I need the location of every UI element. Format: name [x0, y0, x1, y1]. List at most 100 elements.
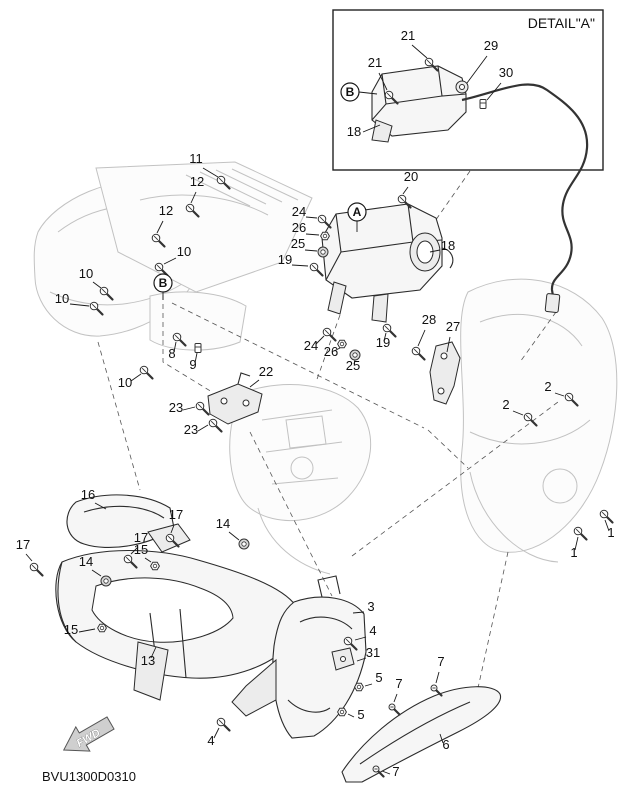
svg-text:A: A: [353, 205, 362, 219]
leader-line: [197, 424, 209, 432]
bolt-icon: [165, 533, 180, 548]
bolt-icon: [564, 392, 579, 407]
bolt-icon: [384, 90, 399, 105]
callout-25: 25: [291, 236, 305, 251]
leader-line: [512, 410, 524, 416]
leader-line: [213, 727, 220, 739]
leader-line: [78, 628, 96, 633]
callout-31: 31: [366, 645, 380, 660]
callout-24: 24: [304, 338, 318, 353]
callout-10: 10: [177, 244, 191, 259]
clip-icon: [479, 99, 487, 109]
leader-line: [429, 249, 441, 253]
nut-icon: [337, 339, 347, 349]
leader-lines: [25, 44, 610, 775]
callout-8: 8: [168, 346, 175, 361]
leader-line: [291, 264, 309, 267]
fwd-arrow-label: FWD: [75, 727, 103, 750]
callout-3: 3: [367, 599, 374, 614]
circled-letter-B: B: [340, 82, 378, 102]
bolt-icon: [172, 332, 187, 347]
leader-line: [604, 519, 610, 532]
leader-line: [402, 186, 409, 195]
leader-line: [333, 347, 341, 352]
leader-line: [170, 524, 175, 534]
leader-line: [466, 55, 488, 84]
screw-icon: [430, 684, 443, 697]
bolt-icon: [151, 233, 166, 248]
bolt-icon: [216, 717, 231, 732]
nut-icon: [354, 682, 364, 692]
callout-7: 7: [395, 676, 402, 691]
bolt-icon: [382, 323, 397, 338]
leader-line: [354, 636, 367, 641]
leader-line: [25, 553, 33, 562]
callout-15: 15: [134, 542, 148, 557]
sensor-cable: [461, 83, 589, 297]
detail-box-border: [332, 9, 604, 171]
bolt-icon: [573, 526, 588, 541]
inner-panel-ghost: [149, 291, 247, 351]
leader-line: [91, 569, 102, 577]
leader-line: [381, 770, 391, 775]
callout-4: 4: [369, 623, 376, 638]
part-22-bracket: [207, 372, 263, 425]
leader-line: [130, 546, 139, 555]
screw-icon: [372, 765, 385, 778]
circled-letter-B: B: [153, 273, 173, 300]
part-13-flap: [133, 641, 169, 701]
leader-line: [347, 713, 355, 718]
fwd-arrow-shape: [62, 716, 115, 752]
callout-25: 25: [346, 358, 360, 373]
leader-line: [228, 531, 240, 541]
callout-13: 13: [141, 653, 155, 668]
callout-26: 26: [292, 220, 306, 235]
bolt-icon: [317, 214, 332, 229]
leader-line: [190, 191, 197, 204]
cable-connector: [544, 293, 561, 313]
grommet-icon: [349, 349, 361, 361]
leader-line: [150, 646, 157, 659]
hardware-icons: [29, 57, 614, 778]
part-18-arm-right: [371, 293, 389, 323]
callout-2: 2: [502, 397, 509, 412]
nut-icon: [150, 561, 160, 571]
bolt-icon: [322, 327, 337, 342]
bolt-icon: [89, 301, 104, 316]
callout-29: 29: [484, 38, 498, 53]
circled-letter-A: A: [347, 202, 367, 232]
nut-icon: [337, 707, 347, 717]
bolt-icon: [397, 194, 412, 209]
callout-12: 12: [159, 203, 173, 218]
frame-stay-ghost: [229, 384, 372, 521]
leader-line: [417, 329, 426, 347]
bolt-icon: [216, 175, 231, 190]
windscreen-ghost: [95, 161, 313, 293]
leader-line: [439, 733, 444, 744]
callout-26: 26: [324, 344, 338, 359]
callout-1: 1: [570, 545, 577, 560]
part-16-duct-panel: [66, 494, 191, 553]
callout-2: 2: [544, 379, 551, 394]
callout-6: 6: [442, 737, 449, 752]
callout-10: 10: [55, 291, 69, 306]
bolt-icon: [309, 262, 324, 277]
leader-line: [130, 373, 142, 382]
callout-18: 18: [347, 124, 361, 139]
leader-line: [364, 683, 373, 687]
nut-icon: [97, 623, 107, 633]
bolt-icon: [208, 418, 223, 433]
leader-line: [173, 341, 177, 353]
leader-line: [411, 44, 428, 59]
leader-line: [163, 257, 177, 265]
callout-17: 17: [134, 530, 148, 545]
detail-bracket-foot: [371, 119, 393, 143]
callout-15: 15: [64, 622, 78, 637]
bolt-icon: [523, 412, 538, 427]
diagram-code: BVU1300D0310: [42, 769, 136, 784]
grommet-icon: [317, 246, 329, 258]
callout-4: 4: [207, 733, 214, 748]
detail-box-title: DETAIL"A": [528, 15, 595, 31]
leader-line: [554, 392, 565, 397]
